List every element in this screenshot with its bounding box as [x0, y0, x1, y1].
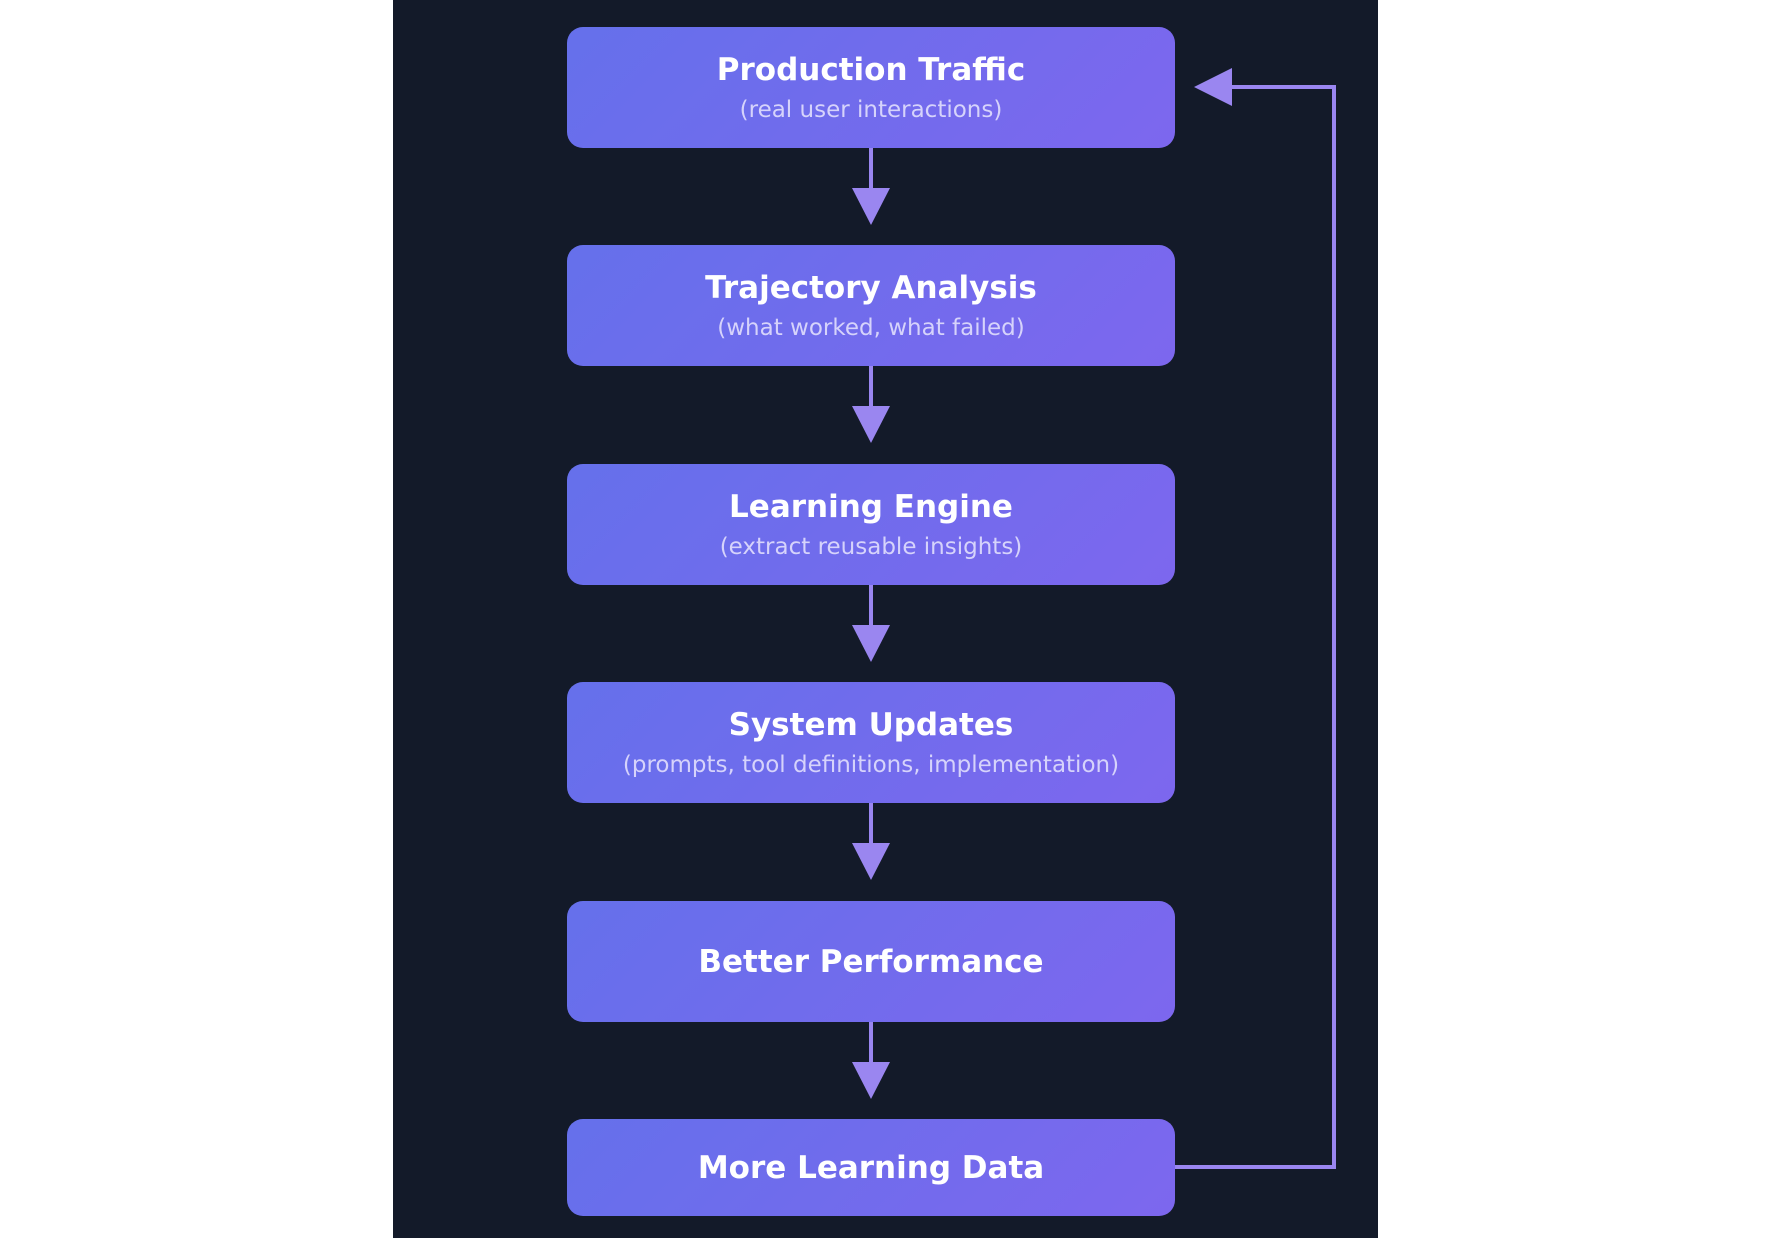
node-subtitle: (what worked, what failed): [717, 314, 1025, 341]
node-subtitle: (real user interactions): [739, 96, 1003, 123]
node-title: More Learning Data: [697, 1149, 1045, 1186]
diagram-canvas: [393, 0, 1378, 1238]
node-better-performance: Better Performance: [567, 901, 1175, 1022]
node-title: Learning Engine: [729, 488, 1013, 525]
node-learning-engine: Learning Engine (extract reusable insigh…: [567, 464, 1175, 585]
node-title: Better Performance: [698, 943, 1044, 980]
node-trajectory-analysis: Trajectory Analysis (what worked, what f…: [567, 245, 1175, 366]
node-more-learning-data: More Learning Data: [567, 1119, 1175, 1216]
node-title: Trajectory Analysis: [705, 269, 1037, 306]
node-subtitle: (extract reusable insights): [719, 533, 1023, 560]
node-system-updates: System Updates (prompts, tool definition…: [567, 682, 1175, 803]
node-subtitle: (prompts, tool definitions, implementati…: [622, 751, 1120, 778]
node-title: System Updates: [728, 706, 1014, 743]
node-production-traffic: Production Traffic (real user interactio…: [567, 27, 1175, 148]
node-title: Production Traffic: [716, 51, 1026, 88]
